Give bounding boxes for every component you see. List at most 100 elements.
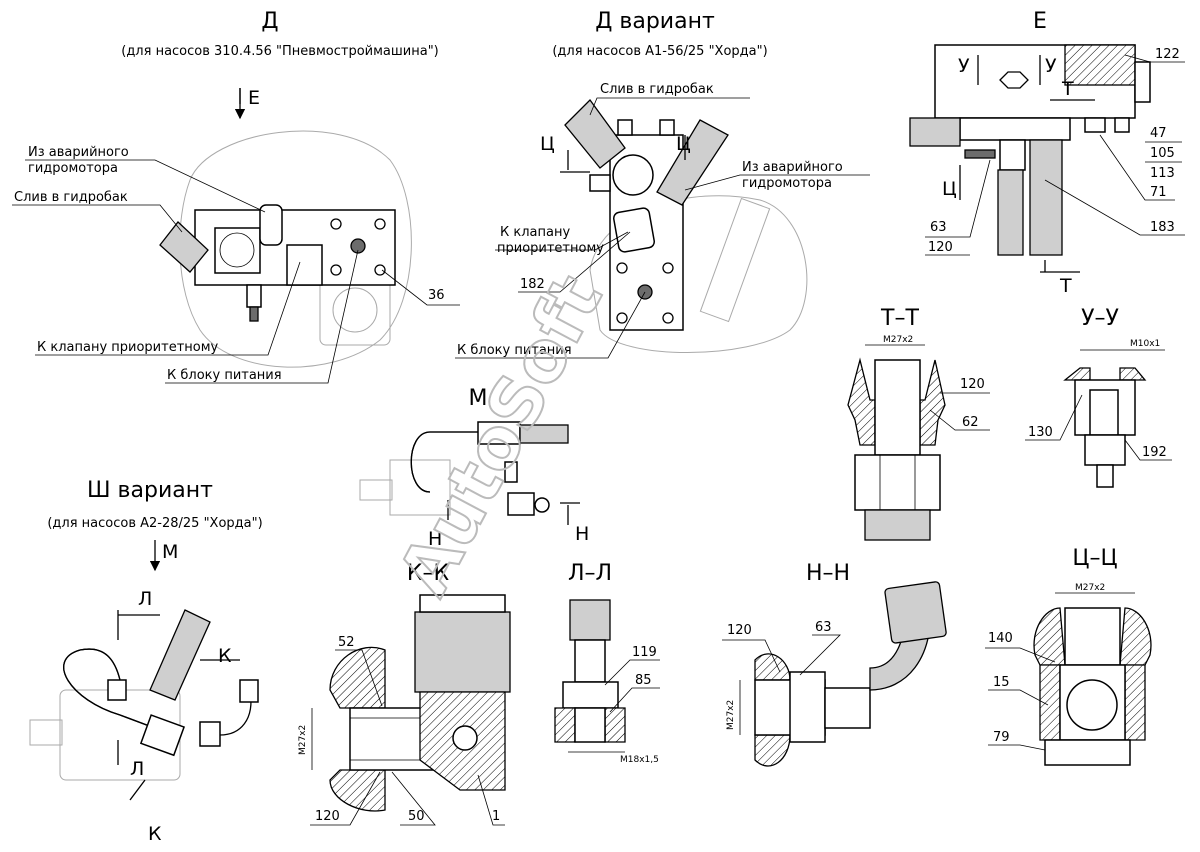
thread-cc: М27х2 [1075,583,1105,593]
pos-192: 192 [1142,445,1167,460]
kk-hatch-bottom [329,769,386,812]
drain-pipe [159,221,209,273]
fitting-63 [999,139,1026,171]
ll-hose [569,599,611,641]
thread-nn: М27х2 [726,700,736,730]
label-emergency-2: гидромотора [742,176,832,191]
cc-nipple [1064,607,1121,666]
view-sh-subtitle: (для насосов А2-28/25 "Хорда") [47,516,262,531]
tt-hatch-right [919,359,946,446]
view-m-title: М [469,386,488,411]
mark-t-bottom: Т [1059,275,1072,297]
lower-fitting-tip [249,306,259,322]
pump-outline [389,459,451,516]
section-cc-title: Ц–Ц [1072,546,1117,571]
label-drain: Слив в гидробак [600,82,714,97]
emergency-inlet [259,204,283,246]
watermark: AutoSoft [383,262,619,608]
view-m: М Н Н [359,386,589,550]
view-e-title: Е [1033,9,1047,34]
leader-71 [1099,134,1175,201]
sh-nut [199,721,221,747]
section-ll: Л–Л М18х1,5 119 85 [554,561,660,765]
pump-outline [179,130,412,368]
leader-36 [381,269,460,306]
pos-120: 120 [727,623,752,638]
section-uu-title: У–У [1081,306,1119,331]
leader-192 [1124,439,1172,461]
section-ll-title: Л–Л [568,561,612,586]
thread-ll: М18х1,5 [620,755,659,765]
pos-62: 62 [962,415,979,430]
pos-63: 63 [930,220,947,235]
bolt-hole [374,264,386,276]
label-emergency-2: гидромотора [28,161,118,176]
lower-fitting [246,284,262,308]
priority-fitting [286,244,323,286]
mark-u-left: У [958,55,970,77]
view-d-title: Д [261,9,278,34]
kk-bore [452,725,478,751]
leader-power [165,249,359,384]
pos-119: 119 [632,645,657,660]
sh-fitting-2 [239,679,259,703]
pos-113: 113 [1150,166,1175,181]
pipe-hose [519,424,569,444]
label-priority-2: приоритетному [497,241,604,256]
view-d-variant: Д вариант (для насосов А1-56/25 "Хорда")… [455,9,870,359]
cc-hatch-left [1033,607,1066,666]
kk-hatch-top [329,646,386,709]
m-fitting [504,461,518,483]
cc-hatch-right [1119,607,1152,666]
plug-nut-face [219,232,255,268]
label-emergency-1: Из аварийного [28,145,129,160]
tt-hose [864,509,931,541]
mark-c-right: Ц [676,133,691,155]
leader-63 [799,634,841,676]
bolt-hole [330,218,342,230]
bent-pipe-inner [410,431,495,493]
pos-183: 183 [1150,220,1175,235]
leader-drain [12,204,183,233]
power-port [350,238,366,254]
view-d-variant-title: Д вариант [595,9,715,34]
leader-power [455,291,646,359]
leader-182 [518,231,631,293]
mark-k-bottom: К [148,823,162,845]
cc-body-right [1124,664,1146,741]
leader-50 [391,771,436,826]
pump-shaft [359,479,393,501]
pos-15: 15 [993,675,1010,690]
kk-hose-end [419,594,506,613]
pos-120: 120 [315,809,340,824]
section-kk: К–К М27х2 52 120 50 1 [298,561,511,826]
nn-hose [884,581,947,644]
drain-hose [909,117,961,147]
block-base [959,117,1071,141]
view-sh-title: Ш вариант [87,478,213,503]
nn-hatch-bottom [754,734,791,767]
sh-hose [149,609,211,701]
mark-m: М [162,541,178,563]
leader-15 [988,689,1049,706]
hose-left [997,169,1024,256]
uu-insert [1089,389,1119,436]
section-nn: Н–Н М27х2 120 63 [722,561,947,767]
pos-85: 85 [635,673,652,688]
pos-1: 1 [492,809,500,824]
ring-63 [964,149,996,159]
thread-tt: М27х2 [883,335,913,345]
leader-63 [925,159,991,238]
leader-79 [988,744,1046,751]
pump-shaft [29,719,63,746]
mark-l-top: Л [138,588,152,610]
pos-140: 140 [988,631,1013,646]
leader-priority [495,231,629,251]
uu-connector [1084,434,1126,466]
thread-kk: М27х2 [298,725,308,755]
leader-130 [1025,394,1083,441]
mark-n-left: Н [428,528,442,550]
section-tt: Т–Т М27х2 120 62 [847,306,990,541]
label-priority: К клапану приоритетному [37,340,219,355]
uu-hatch-right [1119,367,1147,381]
